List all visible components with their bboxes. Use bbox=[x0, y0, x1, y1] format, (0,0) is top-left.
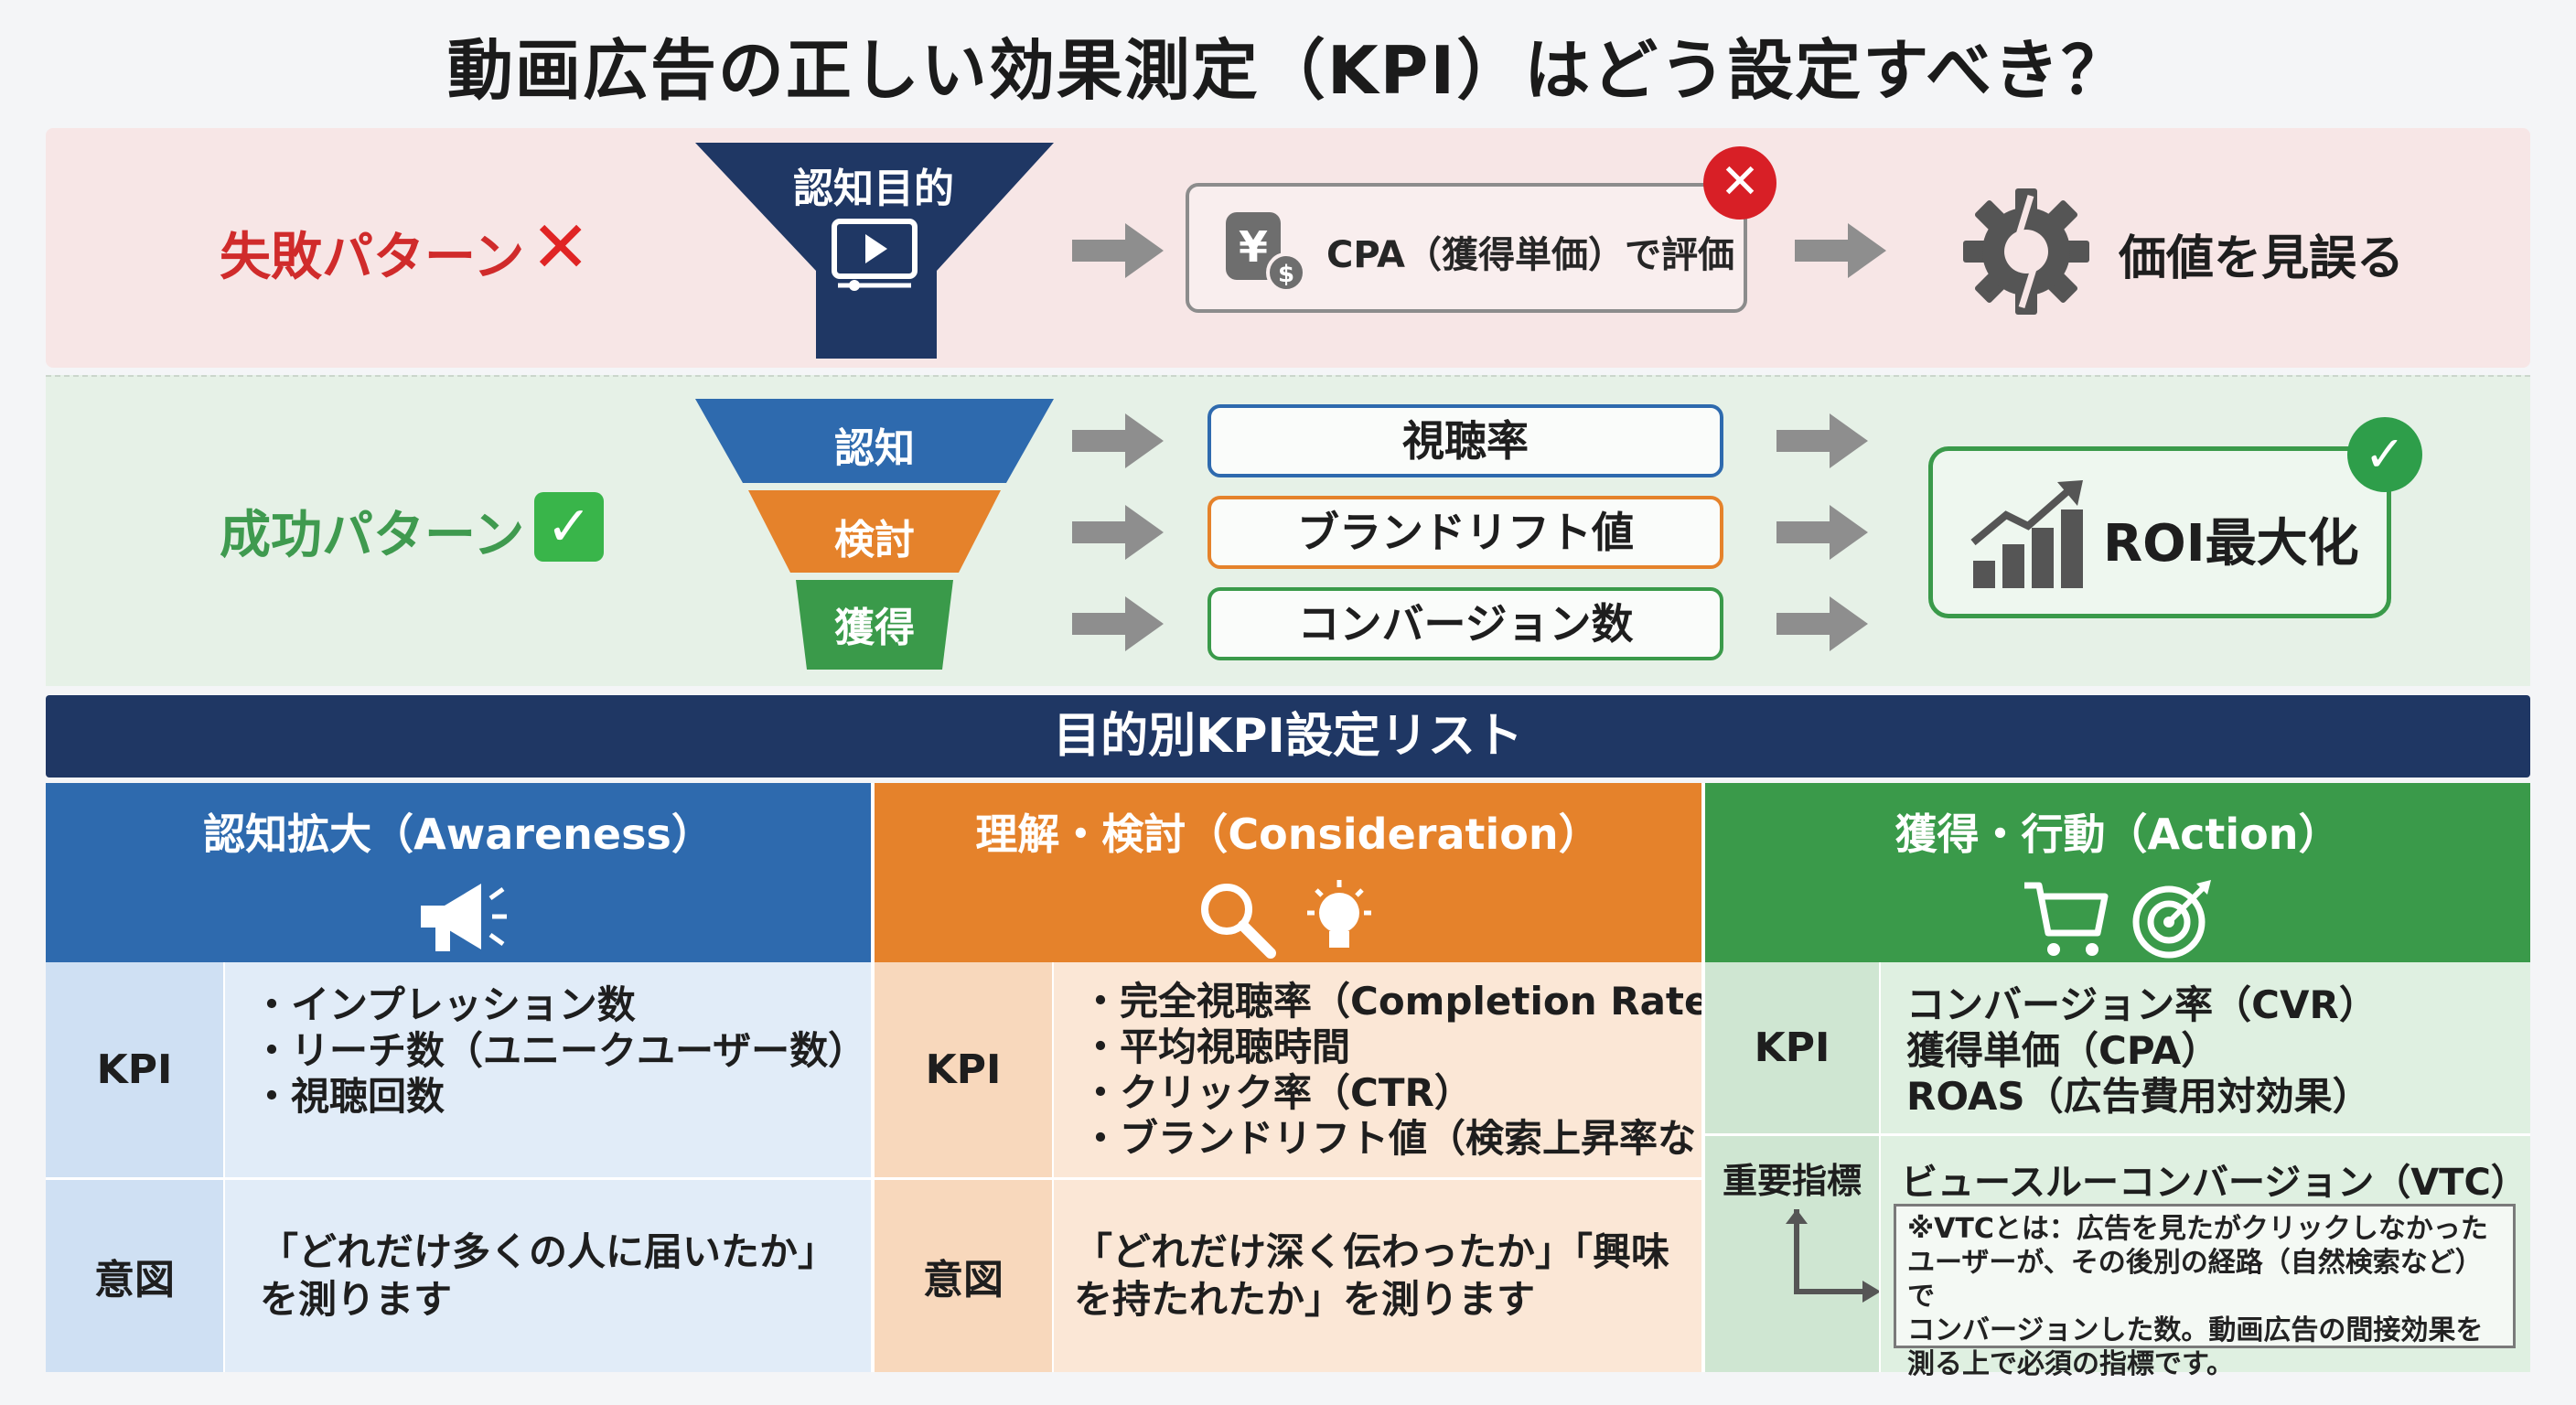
success-pattern-label: 成功パターン bbox=[220, 506, 525, 565]
key-metric-text: ビュースルーコンバージョン（VTC） bbox=[1901, 1162, 2528, 1204]
list-item: ・リーチ数（ユニークユーザー数） bbox=[252, 1028, 867, 1073]
kpi-pill-view-rate: 視聴率 bbox=[1208, 404, 1723, 477]
column-header-action: 獲得・行動（Action） bbox=[1705, 783, 2530, 962]
list-item: ・クリック率（CTR） bbox=[1081, 1070, 1473, 1115]
fail-arrow-1-icon bbox=[1072, 223, 1164, 278]
success-arrow-icon bbox=[1072, 413, 1164, 468]
funnel-stage-consideration bbox=[748, 490, 1001, 573]
list-item: ・視聴回数 bbox=[252, 1074, 445, 1119]
column-header-consideration: 理解・検討（Consideration） bbox=[875, 783, 1701, 962]
magnifier-icon bbox=[1201, 884, 1277, 959]
list-item: 獲得単価（CPA） bbox=[1906, 1028, 2220, 1073]
success-arrow-icon bbox=[1072, 505, 1164, 560]
fail-badge-x-icon: ✕ bbox=[1703, 146, 1776, 220]
success-arrow-icon bbox=[1776, 413, 1868, 468]
note-line: コンバージョンした数。動画広告の間接効果を bbox=[1907, 1314, 2484, 1346]
column-divider bbox=[871, 783, 875, 1372]
cpa-evaluation-box: ¥ $ CPA（獲得単価）で評価 bbox=[1186, 183, 1747, 313]
row-label-kpi: KPI bbox=[1705, 962, 1879, 1136]
success-arrow-icon bbox=[1776, 596, 1868, 651]
list-item: ・インプレッション数 bbox=[252, 982, 636, 1027]
column-title: 獲得・行動（Action） bbox=[1894, 810, 2341, 859]
vtc-note-box: ※VTCとは：広告を見たがクリックしなかった ユーザーが、その後別の経路（自然検… bbox=[1894, 1204, 2516, 1380]
row-label-kpi: KPI bbox=[46, 962, 223, 1180]
row-label-divider bbox=[223, 962, 225, 1372]
list-item: コンバージョン率（CVR） bbox=[1906, 982, 2377, 1027]
action-kpi-list: コンバージョン率（CVR） 獲得単価（CPA） ROAS（広告費用対効果） bbox=[1881, 962, 2530, 1136]
video-player-icon bbox=[832, 219, 918, 291]
intent-line: 「どれだけ多くの人に届いたか」 bbox=[260, 1229, 837, 1274]
success-result-text: ROI最大化 bbox=[2103, 514, 2359, 574]
kpi-pill-brand-lift: ブランドリフト値 bbox=[1208, 496, 1723, 569]
kpi-pill-conversions: コンバージョン数 bbox=[1208, 587, 1723, 660]
cpa-evaluation-text: CPA（獲得単価）で評価 bbox=[1326, 234, 1734, 276]
list-item: ROAS（広告費用対効果） bbox=[1906, 1074, 2371, 1119]
row-label-intent: 意図 bbox=[46, 1180, 223, 1372]
row-label-kpi: KPI bbox=[875, 962, 1052, 1180]
growth-chart-icon bbox=[1970, 480, 2083, 588]
list-item: ・平均視聴時間 bbox=[1081, 1024, 1351, 1069]
fail-pattern-label: 失敗パターン bbox=[220, 228, 525, 287]
broken-gear-icon bbox=[1963, 188, 2089, 315]
note-line: ※VTCとは：広告を見たがクリックしなかった bbox=[1907, 1213, 2488, 1245]
success-badge-check-icon: ✓ bbox=[2347, 417, 2422, 492]
fail-arrow-2-icon bbox=[1795, 223, 1886, 278]
megaphone-icon bbox=[421, 884, 507, 951]
list-item: ・完全視聴率（Completion Rate） bbox=[1081, 979, 1749, 1024]
funnel-stage-label: 認知 bbox=[834, 425, 915, 472]
fail-funnel-label: 認知目的 bbox=[793, 166, 954, 212]
fail-x-mark-icon: ✕ bbox=[531, 207, 591, 289]
awareness-kpi-list: ・インプレッション数 ・リーチ数（ユニークユーザー数） ・視聴回数 bbox=[225, 962, 871, 1180]
page-title: 動画広告の正しい効果測定（KPI）はどう設定すべき？ bbox=[446, 32, 2130, 109]
kpi-list-header: 目的別KPI設定リスト bbox=[46, 695, 2530, 778]
list-item: ・ブランドリフト値（検索上昇率など） bbox=[1081, 1116, 1774, 1161]
lightbulb-icon bbox=[1306, 880, 1371, 948]
row-label-divider bbox=[1879, 962, 1881, 1372]
column-title: 理解・検討（Consideration） bbox=[975, 810, 1601, 859]
svg-text:¥: ¥ bbox=[1239, 222, 1268, 272]
column-header-awareness: 認知拡大（Awareness） bbox=[46, 783, 871, 962]
target-icon bbox=[2132, 880, 2211, 959]
success-arrow-icon bbox=[1072, 596, 1164, 651]
key-metric-label-cell: 重要指標 bbox=[1705, 1136, 1881, 1372]
intent-line: 「どれだけ深く伝わったか」「興味 bbox=[1074, 1229, 1670, 1274]
roi-result-box: ROI最大化 bbox=[1928, 446, 2391, 618]
intent-line: を持たれたか」を測ります bbox=[1074, 1277, 1536, 1322]
fail-result-text: 価値を見誤る bbox=[2119, 231, 2405, 286]
column-divider bbox=[1701, 783, 1705, 1372]
funnel-stage-acquisition bbox=[796, 580, 953, 670]
success-funnel bbox=[695, 399, 1054, 670]
awareness-intent: 「どれだけ多くの人に届いたか」 を測ります bbox=[225, 1180, 871, 1372]
success-check-mark-icon: ✓ bbox=[534, 492, 604, 562]
column-title: 認知拡大（Awareness） bbox=[203, 810, 714, 859]
note-line: ユーザーが、その後別の経路（自然検索など）で bbox=[1907, 1247, 2483, 1313]
elbow-arrow-icon bbox=[1786, 1209, 1881, 1303]
funnel-stage-label: 獲得 bbox=[834, 605, 915, 651]
row-label-intent: 意図 bbox=[875, 1180, 1052, 1372]
success-arrow-icon bbox=[1776, 505, 1868, 560]
intent-line: を測ります bbox=[260, 1277, 453, 1322]
yen-coin-icon: ¥ $ bbox=[1226, 212, 1306, 293]
consideration-intent: 「どれだけ深く伝わったか」「興味 を持たれたか」を測ります bbox=[1054, 1180, 1701, 1372]
funnel-stage-label: 検討 bbox=[834, 517, 915, 563]
row-label-divider bbox=[1052, 962, 1054, 1372]
note-line: 測る上で必須の指標です。 bbox=[1907, 1348, 2234, 1380]
funnel-stage-awareness bbox=[695, 399, 1054, 483]
consideration-kpi-list: ・完全視聴率（Completion Rate） ・平均視聴時間 ・クリック率（C… bbox=[1054, 962, 1774, 1180]
svg-text:$: $ bbox=[1278, 261, 1294, 288]
row-label-key-metric: 重要指標 bbox=[1722, 1161, 1862, 1201]
cart-icon bbox=[2024, 882, 2109, 956]
